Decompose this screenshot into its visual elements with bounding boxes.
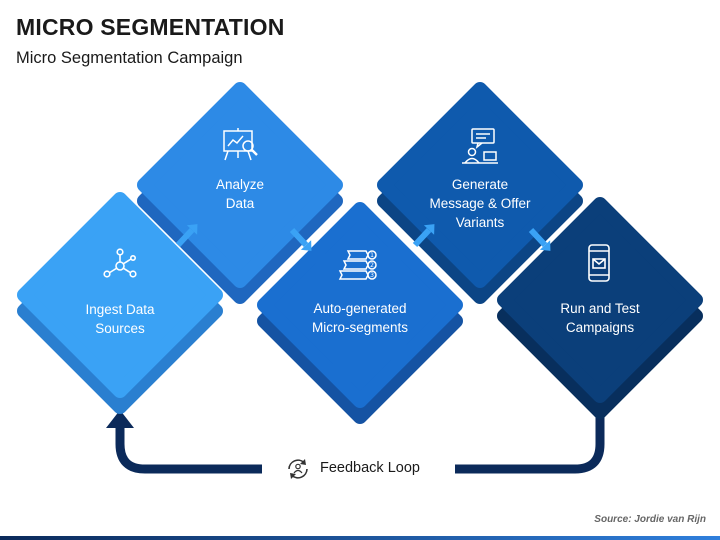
step-label: Analyze Data (215, 177, 265, 211)
step-diamond (497, 197, 703, 403)
page-title: MICRO SEGMENTATION (16, 14, 285, 40)
mobile-email-icon (578, 242, 622, 286)
feedback-loop-arrowhead (106, 410, 134, 428)
numbered-segments-icon: 1 2 3 (338, 242, 382, 286)
bottom-accent-bar (0, 536, 720, 540)
step-connector-arrowhead (300, 240, 312, 251)
step-diamond (17, 192, 223, 398)
feedback-loop-label: Feedback Loop (320, 460, 420, 476)
step-connector-arrowhead (186, 224, 198, 235)
feedback-loop-arrow-left (115, 425, 262, 474)
step-connector-arrow (175, 227, 195, 248)
refresh-cycle-icon (288, 459, 308, 479)
step-label: Run and Test Campaigns (560, 301, 640, 335)
feedback-loop-arrow-right (455, 405, 605, 474)
step-diamond (257, 202, 463, 408)
step-connector-arrow (412, 227, 432, 248)
step-label: Auto-generated Micro-segments (311, 301, 409, 335)
step-connector-arrowhead (539, 240, 551, 251)
svg-text:1: 1 (370, 252, 374, 259)
svg-text:2: 2 (370, 262, 374, 269)
step-label: Ingest Data Sources (85, 302, 155, 336)
network-nodes-icon (98, 244, 142, 288)
step-diamond (377, 82, 583, 288)
step-connector-arrowhead (423, 224, 435, 235)
step-connector-arrow (528, 227, 548, 248)
source-credit: Source: Jordie van Rijn (594, 514, 706, 525)
step-connector-arrow (289, 227, 309, 248)
step-label: Generate Message & Offer Variants (429, 177, 531, 230)
presenter-chat-icon (458, 126, 502, 170)
data-analysis-board-icon (218, 124, 262, 168)
page-subtitle: Micro Segmentation Campaign (16, 49, 243, 67)
svg-text:3: 3 (370, 272, 374, 279)
